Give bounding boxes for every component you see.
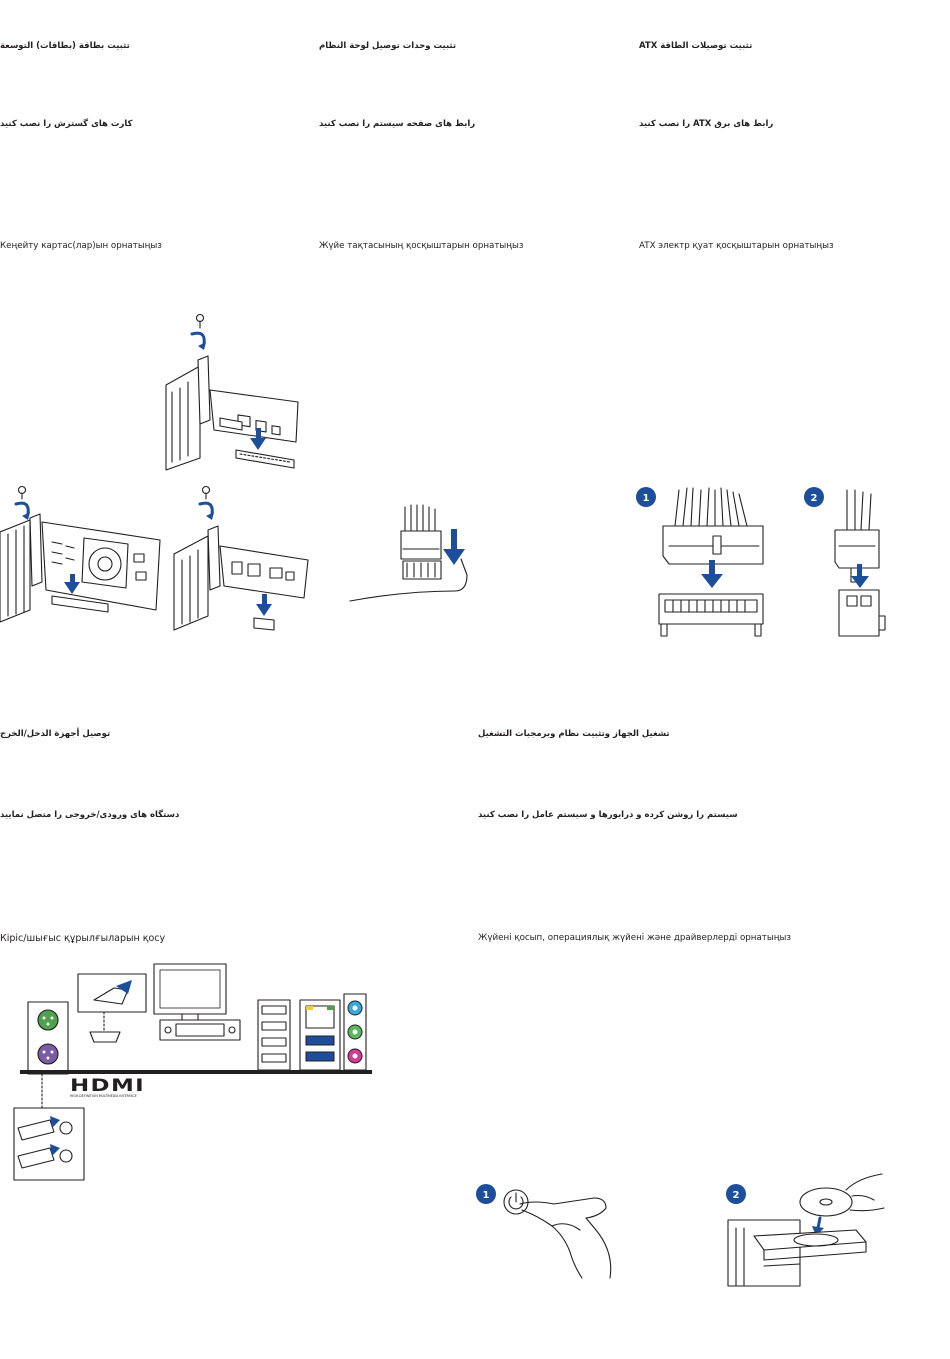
io-rear-panel-illustration (13, 963, 372, 1181)
hdmi-logo: HDMI HIGH-DEFINITION MULTIMEDIA INTERFAC… (70, 1078, 144, 1099)
screw-icon (195, 313, 205, 329)
ps2-keyboard-port (37, 1043, 59, 1065)
power-on-heading-persian: سیستم را روشن کرده و درایورها و سیستم عا… (478, 810, 738, 820)
svg-text:2: 2 (733, 1190, 740, 1201)
power-on-heading-kazakh: Жүйені қосып, операциялық жүйені және др… (478, 933, 791, 943)
system-panel-heading-arabic: تثبيت وحدات توصيل لوحة النظام (319, 41, 457, 51)
svg-text:1: 1 (643, 493, 650, 504)
step-badge-2: 2 (804, 487, 824, 507)
expansion-heading-persian: کارت های گسترش را نصب کنید (0, 119, 133, 129)
disc-icon (799, 1187, 853, 1217)
expansion-card-gpu-illustration (0, 485, 161, 623)
hdmi-port (89, 1031, 121, 1043)
system-panel-connector-illustration (349, 504, 468, 602)
io-heading-arabic: توصيل أجهزة الدخل/الخرج (0, 729, 111, 739)
hdmi-logo-text: HDMI (70, 1076, 146, 1096)
lan-port (305, 1005, 335, 1029)
power-button-illustration: 1 (476, 1184, 612, 1279)
rotate-arrow-icon (14, 501, 30, 520)
expansion-card-top-illustration (165, 313, 299, 471)
svg-text:2: 2 (811, 493, 818, 504)
svg-text:1: 1 (483, 1190, 490, 1201)
expansion-card-small-illustration (173, 485, 309, 631)
monitor-icon (153, 963, 227, 1015)
ps2-mouse-port (37, 1009, 59, 1031)
io-heading-persian: دستگاه های ورودی/خروجی را متصل نمایید (0, 810, 180, 820)
atx-heading-persian: رابط های برق ATX را نصب کنید (639, 119, 774, 129)
screw-icon (17, 485, 27, 500)
expansion-heading-kazakh: Кеңейту картас(лар)ын орнатыңыз (0, 241, 162, 251)
optical-drive-illustration: 2 (726, 1173, 885, 1287)
hdmi-logo-tagline: HIGH-DEFINITION MULTIMEDIA INTERFACE (70, 1094, 137, 1098)
atx-8pin-illustration: 2 (804, 487, 886, 637)
system-panel-heading-persian: رابط های صفحه سیستم را نصب کنید (319, 119, 476, 129)
io-heading-kazakh: Кіріс/шығыс құрылғыларын қосу (0, 933, 166, 944)
screw-icon (201, 485, 211, 500)
expansion-heading-arabic: تثبيت بطاقة (بطاقات) التوسعة (0, 41, 130, 51)
power-on-heading-arabic: تشغيل الجهاز وتثبيت نظام وبرمجيات التشغي… (478, 729, 670, 739)
ps2-plug-callout (13, 1107, 85, 1181)
atx-heading-arabic: تثبيت توصيلات الطاقة ATX (639, 41, 753, 51)
step-badge-1: 1 (636, 487, 656, 507)
atx-heading-kazakh: ATX электр қуат қосқыштарын орнатыңыз (639, 241, 834, 251)
rotate-arrow-icon (190, 331, 206, 350)
rotate-arrow-icon (198, 501, 214, 520)
step-badge-1: 1 (476, 1184, 496, 1204)
system-panel-heading-kazakh: Жүйе тақтасының қосқыштарын орнатыңыз (319, 241, 524, 251)
power-icon (503, 1189, 529, 1215)
step-badge-2: 2 (726, 1184, 746, 1204)
atx-24pin-illustration: 1 (636, 487, 764, 637)
